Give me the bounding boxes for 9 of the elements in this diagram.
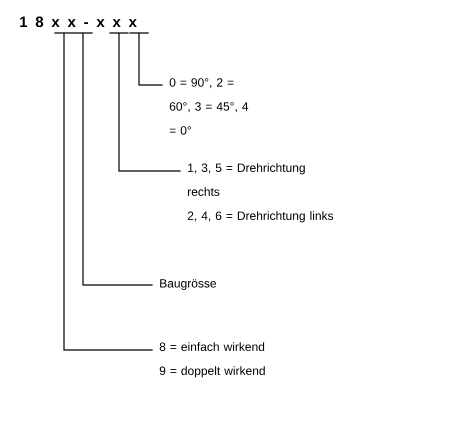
leader-line [73,32,153,286]
description-text: 8 = einfach wirkend 9 = doppelt wirkend [160,342,265,378]
description-text: 1, 3, 5 = Drehrichtung rechts 2, 4, 6 = Drehrichtung links [188,163,334,222]
leader-line [129,32,163,86]
description-text: 0 = 90°, 2 = 60°, 3 = 45°, 4 = 0° [170,78,248,135]
leader-line [54,32,153,351]
type-code: 1 8 x x - x x x [20,16,137,28]
leader-line [109,32,181,172]
description-text: Baugrösse [160,279,216,290]
